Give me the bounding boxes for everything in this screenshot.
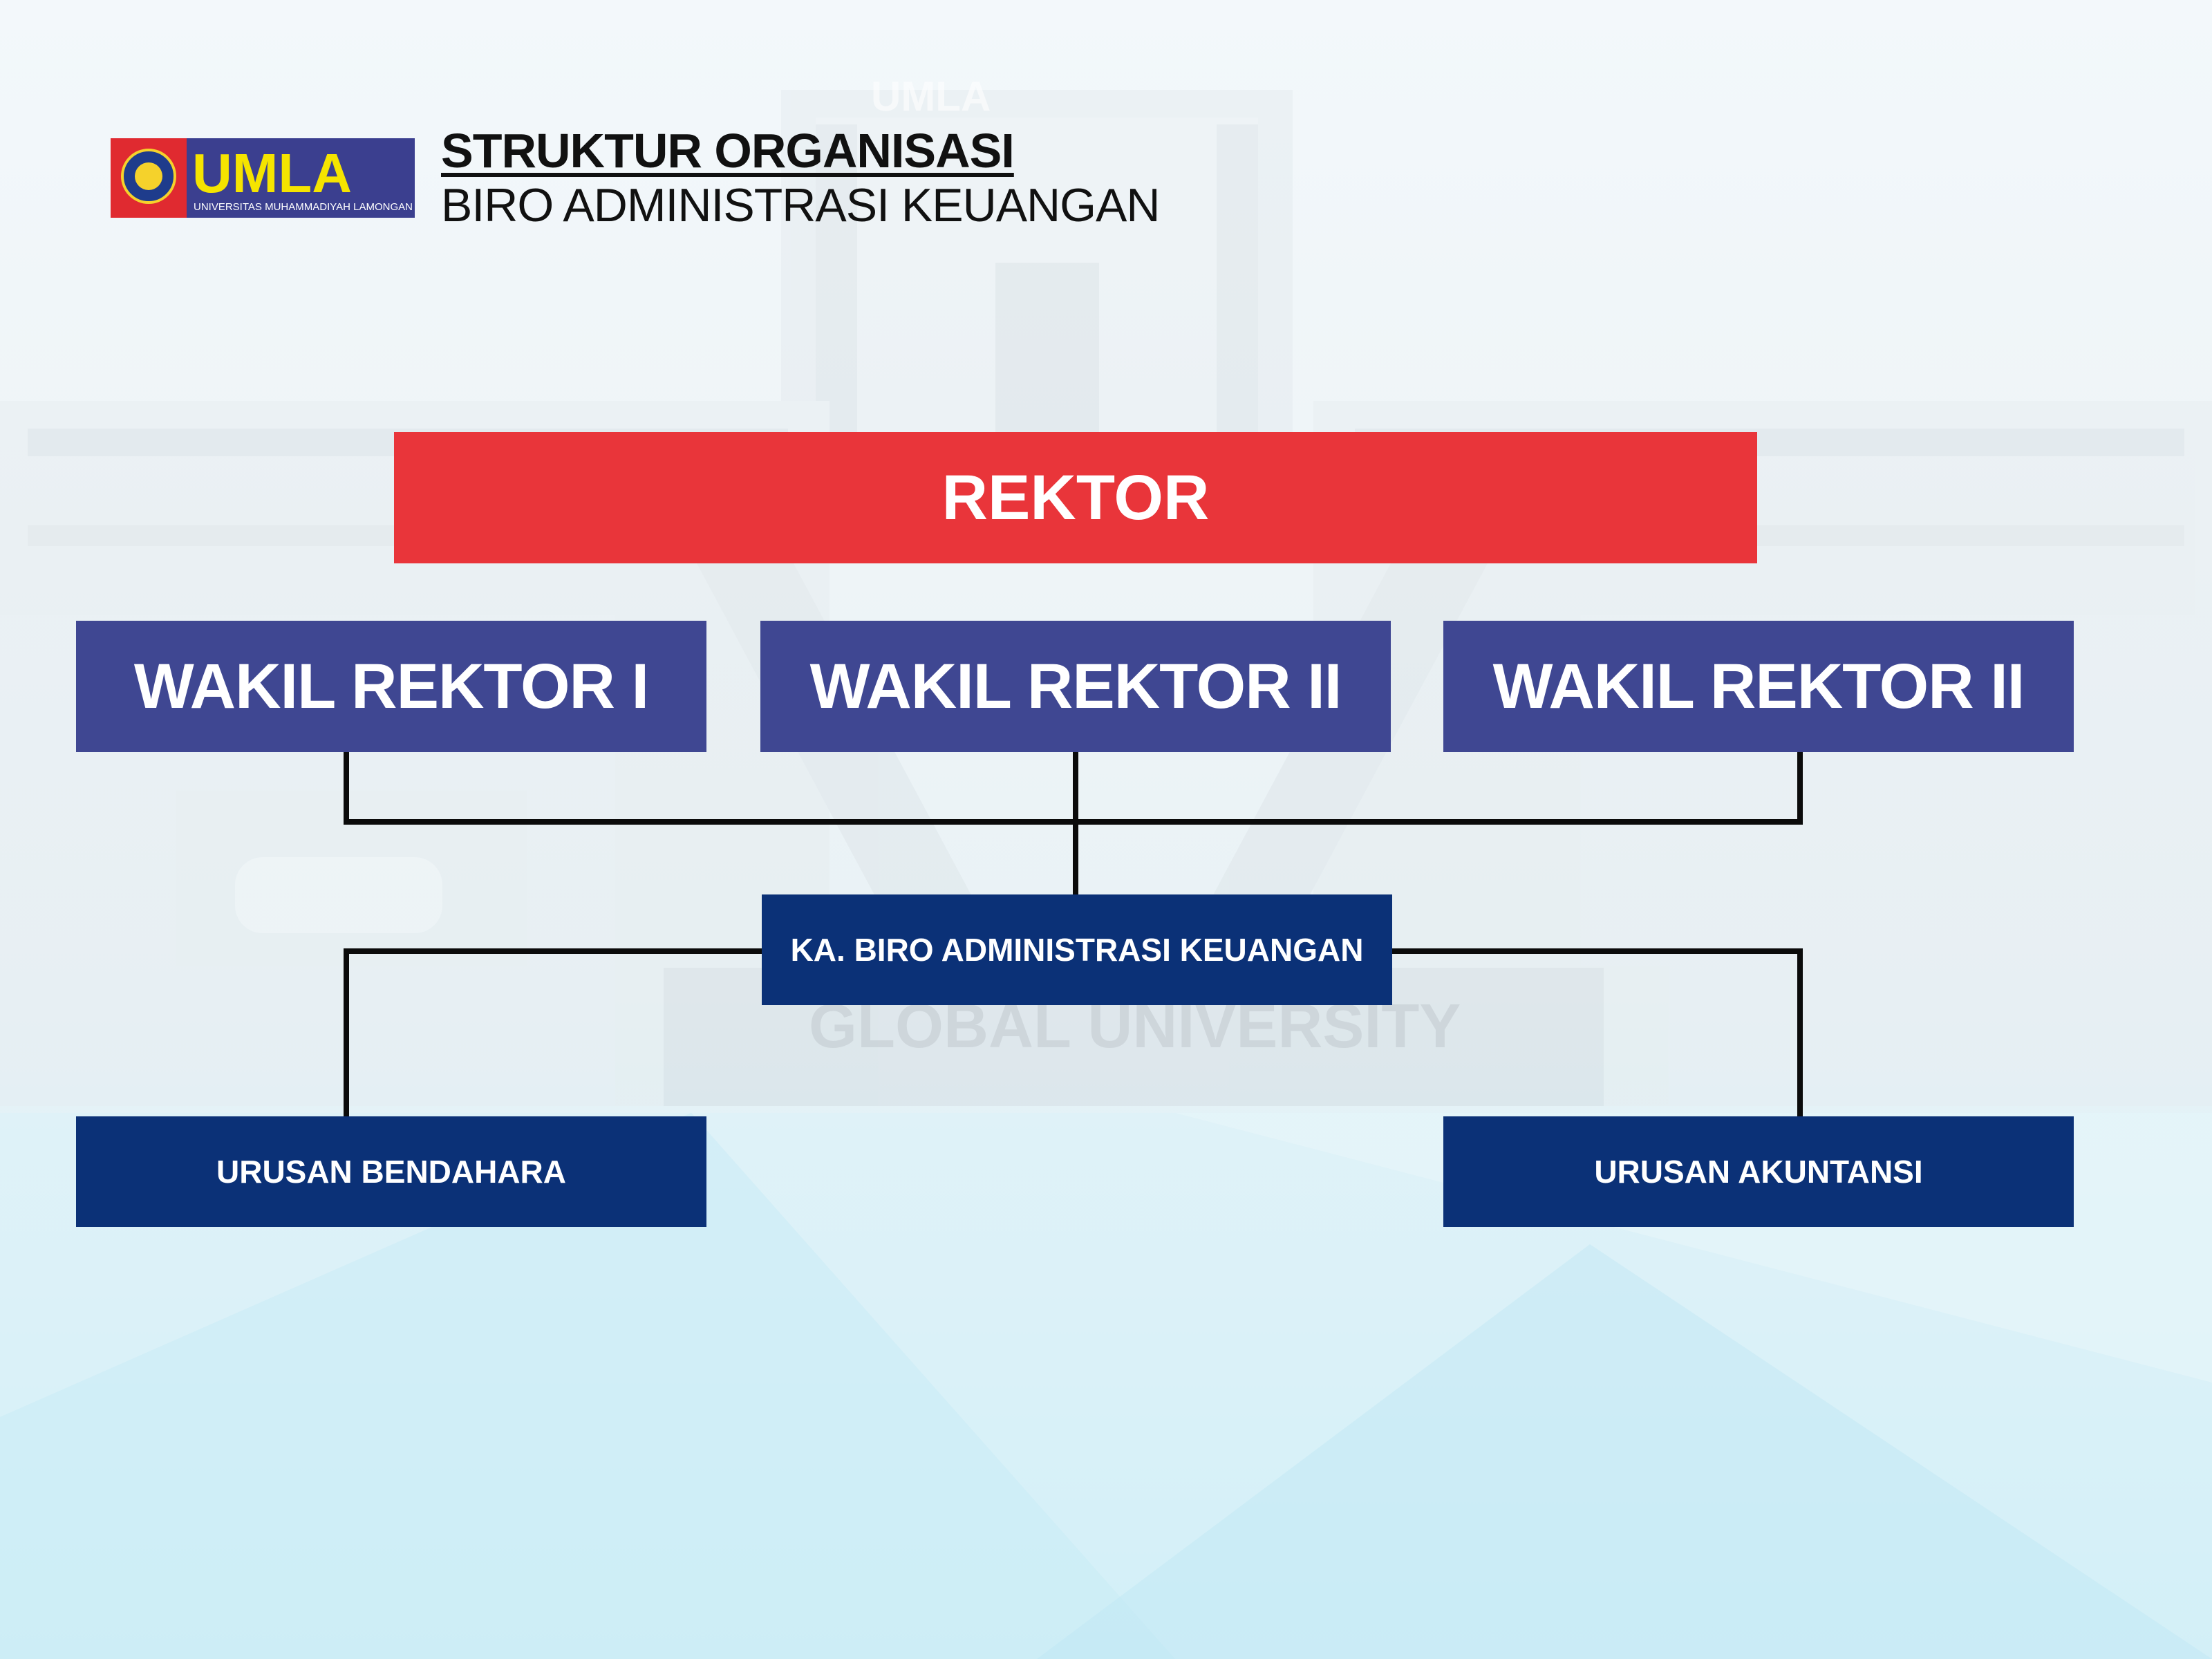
urusan-bendahara-box: URUSAN BENDAHARA (76, 1116, 706, 1227)
wakil-rektor-2-box: WAKIL REKTOR II (760, 621, 1391, 752)
wakil-rektor-3-box: WAKIL REKTOR II (1443, 621, 2074, 752)
connector-deputy-1 (344, 752, 349, 825)
ka-biro-box: KA. BIRO ADMINISTRASI KEUANGAN (762, 894, 1392, 1005)
logo-wordmark: UMLA (192, 142, 352, 204)
connector-deputies-horizontal (344, 819, 1803, 825)
connector-unit-1 (344, 948, 349, 1116)
logo-university-name: UNIVERSITAS MUHAMMADIYAH LAMONGAN (194, 201, 413, 213)
page-title: STRUKTUR ORGANISASI (441, 124, 1015, 178)
connector-unit-2 (1797, 948, 1803, 1116)
urusan-akuntansi-box: URUSAN AKUNTANSI (1443, 1116, 2074, 1227)
building-logo-text: UMLA (871, 73, 991, 120)
umla-logo: UMLA UNIVERSITAS MUHAMMADIYAH LAMONGAN (111, 138, 415, 218)
wakil-rektor-1-box: WAKIL REKTOR I (76, 621, 706, 752)
rektor-box: REKTOR (394, 432, 1757, 563)
page-subtitle: BIRO ADMINISTRASI KEUANGAN (441, 179, 1161, 232)
connector-deputy-3 (1797, 752, 1803, 825)
